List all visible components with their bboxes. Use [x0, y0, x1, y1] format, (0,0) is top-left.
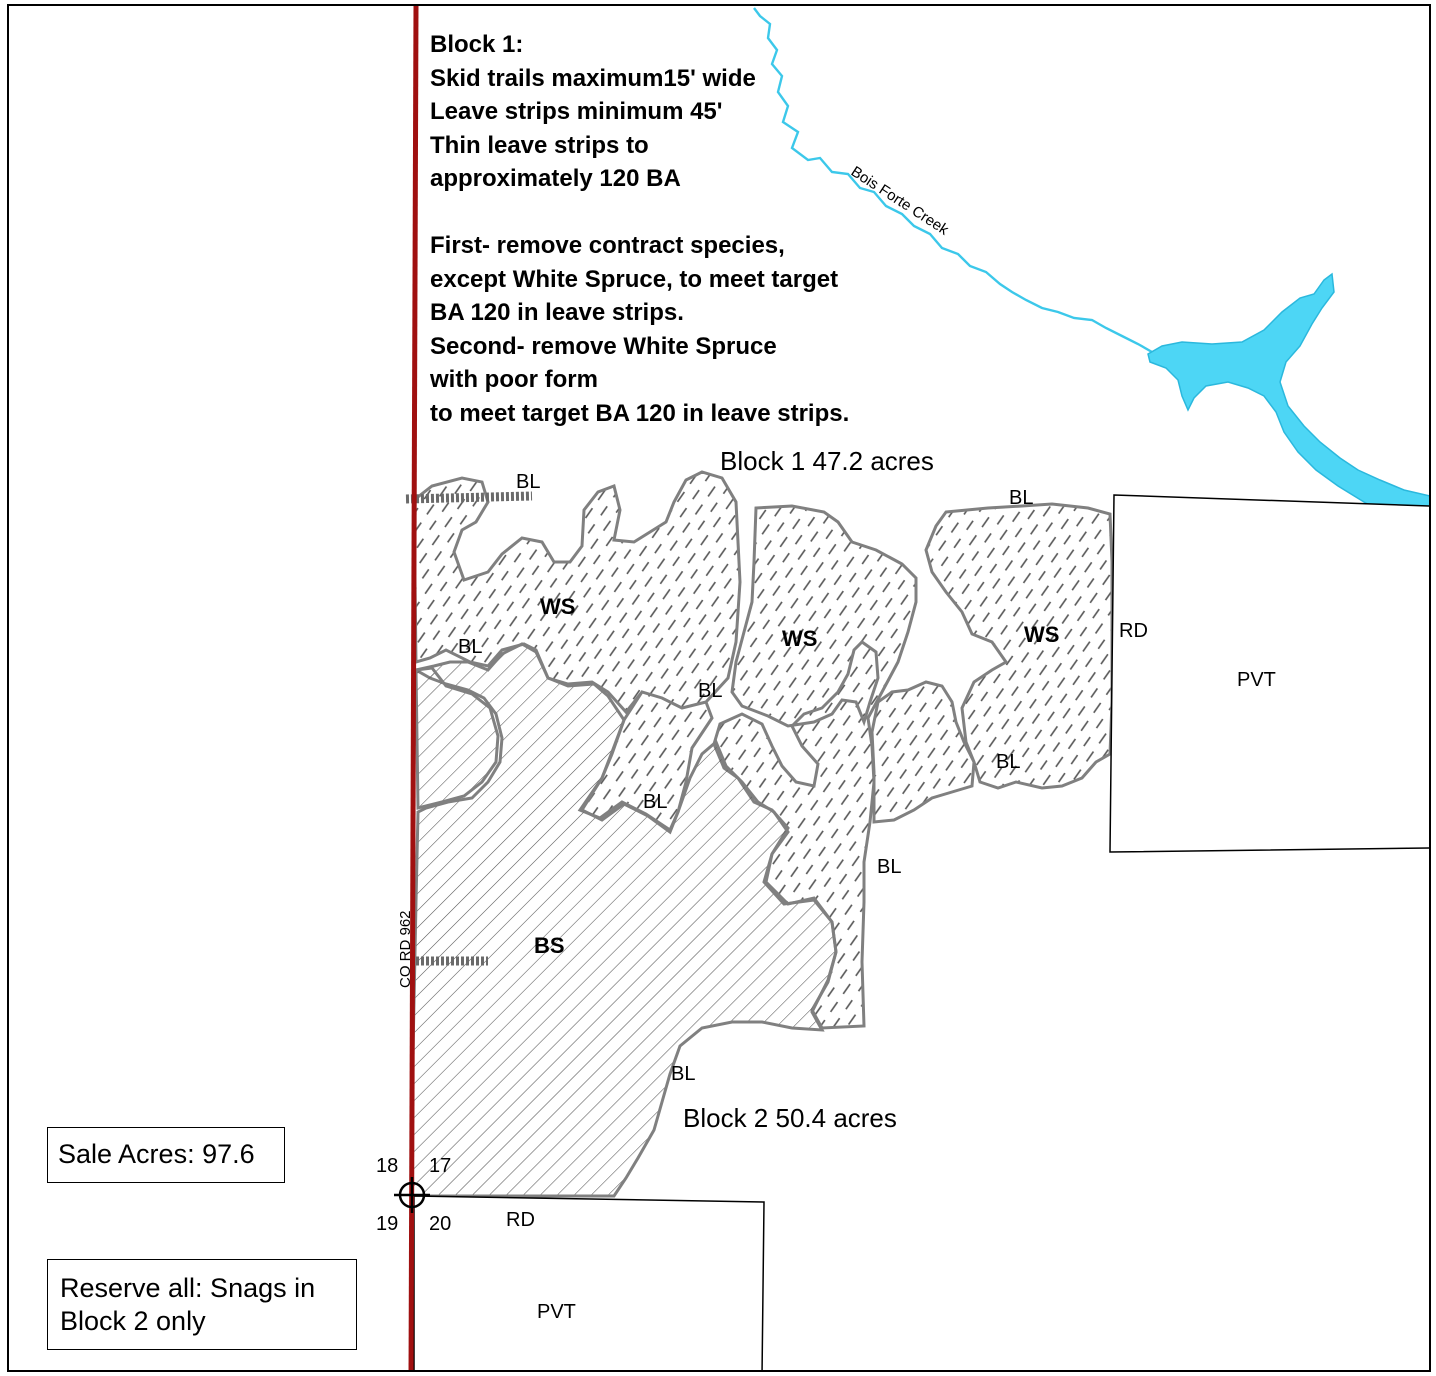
- block1-acres-label: Block 1 47.2 acres: [720, 446, 934, 476]
- bl-label: BL: [671, 1063, 696, 1085]
- note-line: Second- remove White Spruce: [430, 332, 777, 360]
- section-number: 17: [429, 1155, 452, 1177]
- county-road: [408, 6, 419, 1370]
- parcel-rd-label: RD: [1119, 620, 1148, 642]
- note-line: First- remove contract species,: [430, 232, 785, 259]
- parcel-pvt-label: PVT: [537, 1301, 576, 1323]
- sale-acres-text: Sale Acres: 97.6: [58, 1139, 255, 1169]
- stand-ws-east: [870, 502, 1114, 824]
- bl-label: BL: [698, 680, 723, 702]
- note-line: approximately 120 BA: [430, 165, 681, 192]
- stand-label-ws: WS: [1024, 622, 1060, 647]
- note-line: Thin leave strips to: [430, 131, 649, 159]
- stand-ws-west: [412, 470, 742, 833]
- creek-label: Bois Forte Creek: [848, 163, 952, 239]
- stand-bs: [410, 642, 838, 1198]
- note-line: Skid trails maximum15' wide: [430, 64, 756, 92]
- stand-bs-west-lobe: [414, 666, 500, 810]
- bl-label: BL: [643, 791, 668, 813]
- bl-label: BL: [1009, 487, 1034, 509]
- note-line: to meet target BA 120 in leave strips.: [430, 399, 850, 427]
- section-number: 20: [429, 1213, 452, 1235]
- block1-prescription-note: Block 1: Skid trails maximum15' wide Lea…: [430, 28, 849, 430]
- block2-acres-label: Block 2 50.4 acres: [683, 1103, 897, 1133]
- reserve-note-line: Block 2 only: [60, 1306, 206, 1336]
- bl-label: BL: [516, 471, 541, 493]
- bl-label: BL: [877, 856, 902, 878]
- note-line: Block 1:: [430, 31, 524, 58]
- bl-label: BL: [458, 636, 483, 658]
- section-corner-icon: [394, 1177, 430, 1213]
- skid-trail-north: [405, 491, 533, 504]
- note-line: except White Spruce, to meet target: [430, 265, 839, 293]
- sale-acres-box: Sale Acres: 97.6: [47, 1127, 285, 1183]
- parcel-pvt-south: [413, 1195, 765, 1370]
- note-line: [430, 196, 849, 230]
- parcel-pvt-label: PVT: [1237, 669, 1276, 691]
- parcel-pvt-east: [1109, 494, 1429, 853]
- stand-label-bs: BS: [534, 933, 565, 958]
- creek-pond: [1147, 272, 1429, 525]
- section-number: 18: [376, 1155, 399, 1177]
- section-number: 19: [376, 1213, 399, 1235]
- reserve-note-box: Reserve all: Snags in Block 2 only: [47, 1259, 357, 1350]
- stand-label-ws: WS: [782, 626, 818, 651]
- note-line: with poor form: [430, 366, 598, 393]
- stand-label-ws: WS: [540, 594, 576, 619]
- bl-label: BL: [996, 751, 1021, 773]
- map-canvas: Bois Forte Creek CO RD 962: [394, 6, 1429, 1370]
- note-line: BA 120 in leave strips.: [430, 299, 684, 326]
- creek-line: [753, 7, 1153, 354]
- parcel-rd-label: RD: [506, 1209, 535, 1231]
- map-frame: Bois Forte Creek CO RD 962 Block 1: Skid…: [7, 4, 1431, 1372]
- road-label: CO RD 962: [397, 910, 414, 988]
- reserve-note-line: Reserve all: Snags in: [60, 1273, 316, 1303]
- note-line: Leave strips minimum 45': [430, 98, 723, 125]
